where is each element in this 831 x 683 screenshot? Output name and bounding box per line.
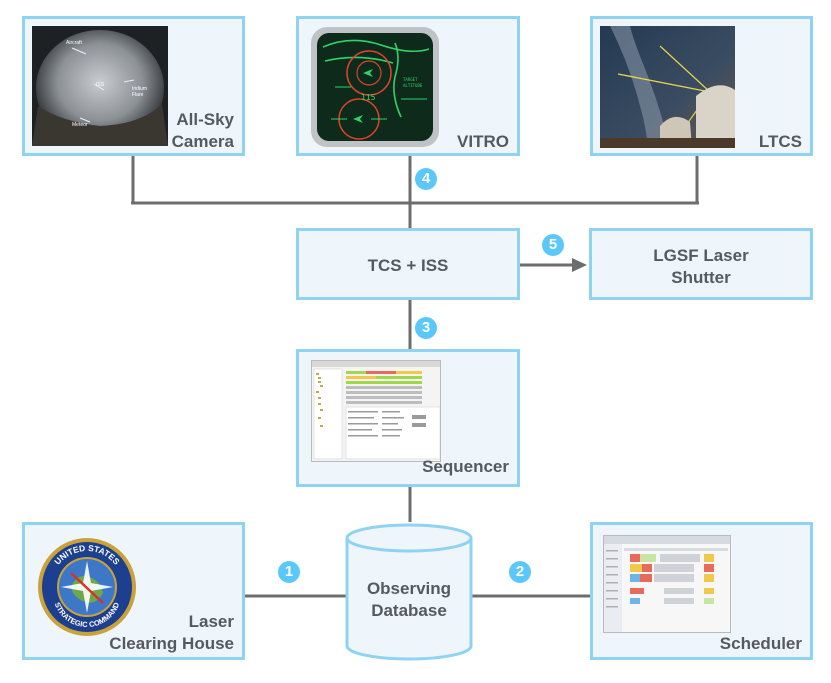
ltcs-image [600, 26, 735, 148]
all-sky-image: Aircraft ISS Iridium Flare Meteor [32, 26, 168, 146]
laser-clearing-house-label: Laser Clearing House [109, 612, 234, 653]
lgsf-laser-shutter-box: LGSF Laser Shutter [589, 228, 813, 300]
all-sky-camera-box: Aircraft ISS Iridium Flare Meteor All-Sk… [22, 16, 245, 156]
sequencer-box: Sequencer [296, 349, 520, 487]
vitro-screen-text-2: ALTITUDE [403, 83, 423, 88]
step-badge-1: 1 [278, 561, 300, 583]
vitro-screen-number: 115 [361, 93, 376, 102]
all-sky-camera-label: All-Sky Camera [171, 110, 234, 151]
scheduler-box: Scheduler [590, 522, 813, 660]
tcs-iss-box: TCS + ISS [296, 228, 520, 300]
tcs-iss-label: TCS + ISS [367, 256, 449, 275]
sky-annotation-iridium: Iridium Flare [132, 86, 148, 98]
sequencer-label: Sequencer [422, 457, 509, 476]
step-badge-5: 5 [542, 234, 564, 256]
sky-annotation-iss: ISS [96, 82, 105, 88]
step-badge-3: 3 [415, 317, 437, 339]
arrowhead-lgsf [572, 258, 587, 272]
lgsf-laser-shutter-label: LGSF Laser Shutter [653, 246, 749, 287]
step-badge-2: 2 [509, 561, 531, 583]
step-badge-4: 4 [415, 168, 437, 190]
scheduler-screenshot [603, 535, 731, 633]
vitro-screen-text-1: TARGET [403, 77, 418, 82]
ltcs-box: LTCS [590, 16, 813, 156]
scheduler-label: Scheduler [719, 634, 802, 653]
vitro-app-icon: 115 TARGET ALTITUDE [311, 27, 439, 147]
ltcs-label: LTCS [758, 132, 802, 151]
strategic-command-seal: UNITED STATES STRATEGIC COMMAND [37, 537, 137, 637]
vitro-label: VITRO [457, 132, 509, 151]
observing-database-label: Observing Database [366, 579, 452, 620]
sky-annotation-aircraft: Aircraft [66, 40, 82, 46]
vitro-box: 115 TARGET ALTITUDE VITRO [296, 16, 520, 156]
sky-annotation-meteor: Meteor [72, 122, 88, 128]
observing-database-cylinder: Observing Database [344, 522, 474, 662]
laser-clearing-house-box: UNITED STATES STRATEGIC COMMAND Laser Cl… [22, 522, 245, 660]
sequencer-screenshot [311, 360, 441, 462]
